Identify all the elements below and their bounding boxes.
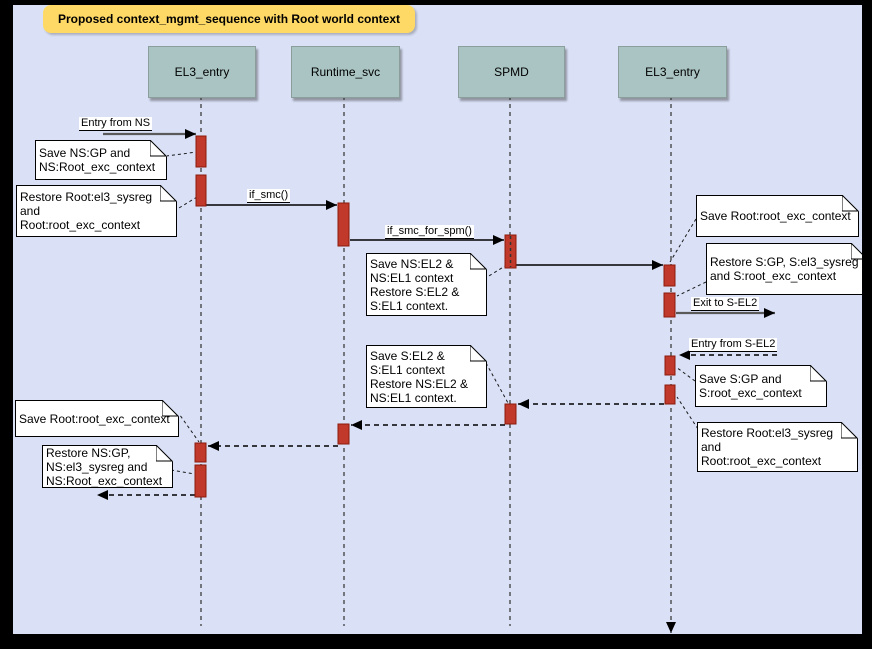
diagram-title: Proposed context_mgmt_sequence with Root… bbox=[43, 5, 415, 33]
folded-corner-icon bbox=[810, 365, 827, 382]
folded-corner-icon bbox=[156, 445, 173, 462]
note-text: Restore S:GP, S:el3_sysreg and S:root_ex… bbox=[710, 255, 859, 283]
note-connector bbox=[675, 366, 696, 382]
folded-corner-icon bbox=[470, 253, 487, 270]
note-text: Restore NS:GP, NS:el3_sysreg and NS:Root… bbox=[46, 445, 163, 488]
activation-bar bbox=[504, 403, 517, 425]
folded-corner-icon bbox=[160, 185, 177, 202]
note-connector bbox=[676, 281, 707, 297]
note-restore-s-gp: Restore S:GP, S:el3_sysreg and S:root_ex… bbox=[706, 243, 868, 295]
folded-corner-icon bbox=[842, 195, 859, 212]
message-label-if-smc-for-spm: if_smc_for_spm() bbox=[385, 225, 474, 239]
note-text: Save S:GP and S:root_exc_context bbox=[699, 372, 802, 400]
activation-bar bbox=[663, 292, 676, 318]
frame-bottom bbox=[0, 634, 872, 649]
note-connector bbox=[676, 396, 699, 430]
folded-corner-icon bbox=[162, 400, 179, 417]
actor-label: SPMD bbox=[494, 65, 529, 79]
note-connector bbox=[176, 410, 200, 443]
activation-bar bbox=[195, 174, 207, 207]
frame-top bbox=[0, 0, 872, 5]
note-connector bbox=[483, 265, 506, 280]
activation-bar bbox=[337, 423, 350, 445]
note-restore-ns-gp: Restore NS:GP, NS:el3_sysreg and NS:Root… bbox=[42, 445, 173, 488]
actor-label: Runtime_svc bbox=[310, 65, 381, 79]
activation-bar bbox=[337, 202, 350, 247]
note-text: Save Root:root_exc_context bbox=[700, 209, 851, 223]
message-label-exit-to-s-el2: Exit to S-EL2 bbox=[691, 297, 760, 311]
activation-bar bbox=[194, 464, 207, 498]
note-text: Save NS:GP and NS:Root_exc_context bbox=[39, 146, 156, 174]
note-connector bbox=[669, 218, 697, 263]
folded-corner-icon bbox=[150, 140, 167, 157]
activation-bar bbox=[664, 384, 676, 405]
note-save-root-exc-context-left: Save Root:root_exc_context bbox=[15, 400, 179, 437]
note-text: Save NS:EL2 & NS:EL1 context Restore S:E… bbox=[370, 256, 460, 313]
note-save-ns-el2-el1: Save NS:EL2 & NS:EL1 context Restore S:E… bbox=[366, 253, 487, 316]
note-save-root-exc-context-right: Save Root:root_exc_context bbox=[696, 195, 859, 237]
message-label-entry-from-ns: Entry from NS bbox=[79, 117, 153, 131]
note-restore-root-el3-sysreg: Restore Root:el3_sysreg and Root:root_ex… bbox=[16, 185, 177, 237]
folded-corner-icon bbox=[841, 422, 858, 439]
note-restore-root-el3-sysreg-right: Restore Root:el3_sysreg and Root:root_ex… bbox=[697, 422, 858, 472]
actor-runtime-svc: Runtime_svc bbox=[291, 46, 400, 98]
note-save-s-el2-el1: Save S:EL2 & S:EL1 context Restore NS:EL… bbox=[366, 345, 487, 408]
note-connector bbox=[170, 469, 196, 475]
activation-bar bbox=[504, 234, 517, 269]
message-label-entry-from-s-el2: Entry from S-EL2 bbox=[689, 338, 778, 352]
folded-corner-icon bbox=[470, 345, 487, 362]
note-connector bbox=[173, 196, 198, 212]
frame-left bbox=[0, 0, 13, 649]
activation-bar bbox=[194, 442, 207, 463]
note-text: Save Root:root_exc_context bbox=[19, 411, 170, 426]
actor-label: EL3_entry bbox=[174, 65, 230, 79]
activation-bar bbox=[195, 135, 207, 168]
frame-right bbox=[862, 0, 872, 649]
actor-el3-entry-1: EL3_entry bbox=[148, 46, 256, 98]
note-connector bbox=[165, 151, 198, 157]
note-connector bbox=[485, 362, 509, 404]
note-text: Restore Root:el3_sysreg and Root:root_ex… bbox=[20, 190, 153, 232]
activation-bar bbox=[663, 264, 676, 287]
note-text: Save S:EL2 & S:EL1 context Restore NS:EL… bbox=[370, 348, 469, 405]
note-save-ns-gp: Save NS:GP and NS:Root_exc_context bbox=[35, 140, 167, 180]
actor-spmd: SPMD bbox=[458, 46, 565, 98]
message-label-if-smc: if_smc() bbox=[247, 189, 291, 203]
note-save-s-gp: Save S:GP and S:root_exc_context bbox=[695, 365, 827, 407]
activation-bar bbox=[664, 355, 676, 376]
actor-label: EL3_entry bbox=[645, 65, 700, 79]
note-text: Restore Root:el3_sysreg and Root:root_ex… bbox=[701, 426, 834, 468]
actor-el3-entry-2: EL3_entry bbox=[618, 46, 727, 98]
